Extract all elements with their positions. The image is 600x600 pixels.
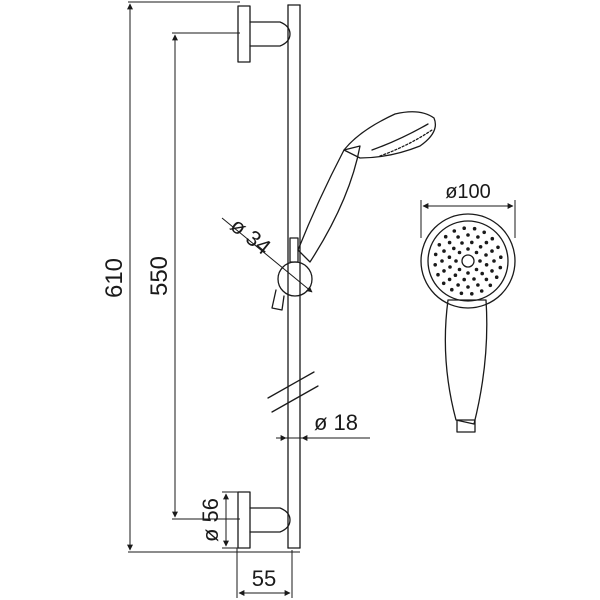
spray-nozzle	[494, 275, 499, 280]
spray-nozzle	[454, 259, 458, 263]
spray-nozzle	[492, 259, 496, 263]
spray-nozzle	[456, 235, 460, 239]
break-mark-lower	[271, 385, 319, 413]
upper-wall-bracket	[237, 5, 291, 63]
spray-nozzle	[459, 291, 464, 296]
spray-nozzle	[480, 271, 485, 276]
bracket-diameter-label: ø 56	[198, 498, 223, 542]
spray-nozzle	[441, 281, 446, 286]
lower-wall-bracket	[237, 491, 291, 549]
spray-nozzle	[478, 245, 483, 249]
spray-nozzle	[498, 265, 503, 270]
spray-nozzle	[476, 235, 480, 239]
spray-nozzle	[447, 240, 452, 245]
spray-nozzles	[433, 226, 503, 296]
spray-nozzle	[474, 250, 479, 255]
spray-nozzle	[447, 255, 452, 259]
spray-nozzle	[460, 241, 464, 245]
bar-diameter-label: ø 18	[314, 410, 358, 435]
spray-nozzle	[484, 277, 489, 282]
spray-nozzle	[466, 285, 470, 289]
overall-length-label: 610	[101, 258, 128, 298]
spray-nozzle	[479, 289, 484, 293]
spray-nozzle	[470, 240, 474, 245]
shower-rail	[287, 4, 301, 549]
spray-nozzle	[453, 273, 458, 278]
spray-nozzle	[490, 249, 494, 253]
spray-nozzle	[466, 247, 470, 251]
projection-dimension: 55	[236, 548, 293, 598]
overall-length-dimension: 610	[101, 1, 300, 553]
spray-nozzle	[450, 287, 454, 292]
slider-knob	[277, 261, 313, 297]
spray-nozzle	[488, 283, 493, 288]
slider-diameter-leader	[221, 217, 313, 293]
spray-nozzle	[478, 259, 482, 263]
hand-shower-connector	[456, 419, 476, 433]
upper-wall-plate	[237, 5, 251, 63]
spray-nozzle	[490, 269, 494, 273]
spray-face-center	[461, 254, 475, 268]
spray-nozzle	[472, 226, 477, 231]
spray-nozzle	[466, 271, 470, 275]
hand-shower-side-view	[297, 111, 437, 263]
lower-wall-plate	[237, 491, 251, 549]
spray-nozzle	[452, 229, 457, 233]
spray-nozzle	[456, 283, 460, 287]
spray-nozzle	[436, 272, 440, 277]
slider-diameter-label: ø 34	[226, 213, 276, 260]
spray-nozzle	[474, 267, 479, 272]
spray-nozzle	[452, 246, 456, 251]
handshower-diameter-label: ø100	[445, 181, 491, 203]
bar-diameter-dimension: ø 18	[267, 371, 370, 441]
hand-shower-front-handle	[444, 299, 488, 425]
bracket-diameter-dimension: ø 56	[198, 491, 238, 549]
spray-nozzle	[466, 233, 470, 237]
break-mark-upper	[267, 371, 315, 399]
spray-nozzle	[447, 277, 452, 282]
spray-nozzle	[496, 245, 500, 250]
slider-stem	[289, 237, 299, 263]
spray-nozzle	[484, 263, 489, 267]
spray-nozzle	[457, 250, 462, 255]
spray-nozzle	[499, 255, 503, 259]
sliding-holder	[271, 237, 313, 311]
spray-nozzle	[482, 230, 487, 235]
spray-nozzle	[443, 234, 448, 239]
spray-nozzle	[470, 292, 474, 296]
spray-nozzle	[484, 253, 488, 257]
bracket-spacing-label: 550	[146, 256, 173, 296]
spray-nozzle	[437, 243, 442, 247]
hand-shower-front-view: ø100	[420, 181, 516, 433]
slider-clamp	[271, 289, 285, 311]
upper-bracket-arm	[249, 21, 291, 47]
hand-shower-handle	[297, 145, 361, 263]
spray-nozzle	[448, 265, 452, 269]
spray-nozzle	[462, 277, 467, 282]
spray-nozzle	[442, 249, 446, 253]
spray-nozzle	[440, 259, 444, 263]
spray-nozzle	[490, 236, 495, 241]
spray-nozzle	[433, 263, 438, 267]
lower-bracket-arm	[249, 507, 291, 533]
spray-nozzle	[433, 252, 438, 257]
spray-nozzle	[484, 240, 489, 245]
spray-nozzle	[462, 226, 467, 230]
spray-nozzle	[457, 267, 462, 272]
hand-shower-head-side	[343, 111, 437, 159]
projection-label: 55	[252, 566, 276, 591]
spray-face-outer	[420, 213, 516, 309]
spray-nozzle	[442, 269, 446, 273]
spray-nozzle	[472, 277, 476, 281]
bracket-spacing-dimension: 550	[146, 32, 240, 520]
spray-face-inner	[427, 220, 509, 302]
spray-nozzle	[476, 283, 480, 287]
